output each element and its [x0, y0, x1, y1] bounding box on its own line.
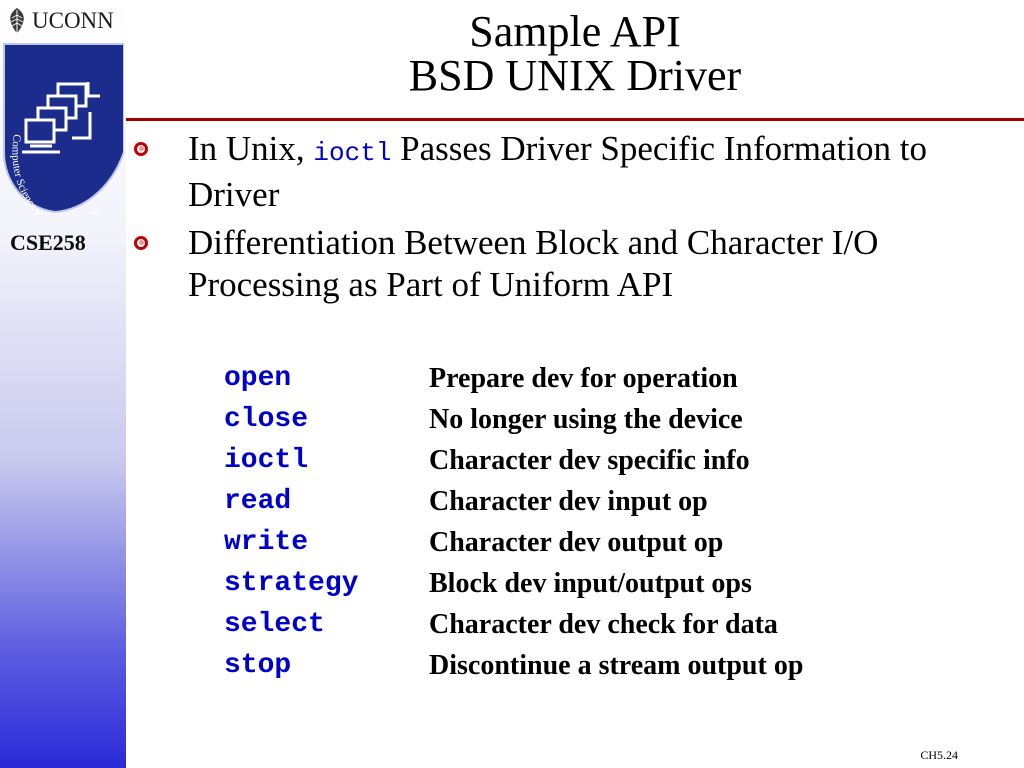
title-divider	[126, 118, 1024, 121]
bullet-list: In Unix, ioctl Passes Driver Specific In…	[130, 128, 1020, 312]
title-line-1: Sample API	[469, 7, 681, 56]
bullet-text-pre: In Unix,	[188, 129, 314, 168]
bullet-code: ioctl	[313, 138, 392, 168]
api-name: stop	[224, 650, 292, 681]
api-description: Discontinue a stream output op	[429, 649, 804, 681]
api-description: Character dev input op	[429, 485, 708, 517]
api-description: Block dev input/output ops	[429, 567, 752, 599]
api-name: close	[224, 404, 309, 435]
api-description: Character dev output op	[429, 526, 724, 558]
api-row: strategy Block dev input/output ops	[224, 563, 1004, 604]
bullet-circle-icon	[134, 142, 148, 156]
api-name: read	[224, 486, 292, 517]
bullet-text-post: Passes Driver Specific Information to Dr…	[188, 129, 927, 214]
uconn-wordmark: UCONN	[32, 8, 114, 33]
bullet-item: In Unix, ioctl Passes Driver Specific In…	[130, 128, 1020, 216]
api-description: Character dev check for data	[429, 608, 778, 640]
api-name: ioctl	[224, 445, 309, 476]
uconn-logo: UCONN	[6, 6, 114, 36]
title-line-2: BSD UNIX Driver	[408, 51, 742, 100]
api-row: write Character dev output op	[224, 522, 1004, 563]
api-name: open	[224, 363, 292, 394]
api-row: read Character dev input op	[224, 481, 1004, 522]
slide-number: CH5.24	[920, 748, 958, 762]
api-table: open Prepare dev for operation close No …	[224, 358, 1004, 686]
api-row: open Prepare dev for operation	[224, 358, 1004, 399]
api-row: close No longer using the device	[224, 399, 1004, 440]
sidebar: UCONN Computer Science and Engineering C…	[0, 0, 126, 768]
bullet-item: Differentiation Between Block and Charac…	[130, 222, 1020, 306]
course-label: CSE258	[10, 230, 86, 255]
api-row: ioctl Character dev specific info	[224, 440, 1004, 481]
oak-leaf-icon	[10, 8, 24, 34]
api-name: strategy	[224, 568, 359, 599]
bullet-text: Differentiation Between Block and Charac…	[188, 223, 879, 304]
api-name: write	[224, 527, 309, 558]
api-row: select Character dev check for data	[224, 604, 1004, 645]
bullet-circle-icon	[134, 236, 148, 250]
slide-title: Sample API BSD UNIX Driver	[126, 10, 1024, 98]
api-description: Prepare dev for operation	[429, 362, 738, 394]
api-row: stop Discontinue a stream output op	[224, 645, 1004, 686]
cse-seal-logo: Computer Science and Engineering	[3, 43, 124, 214]
api-name: select	[224, 609, 325, 640]
api-description: Character dev specific info	[429, 444, 750, 476]
api-description: No longer using the device	[429, 403, 743, 435]
